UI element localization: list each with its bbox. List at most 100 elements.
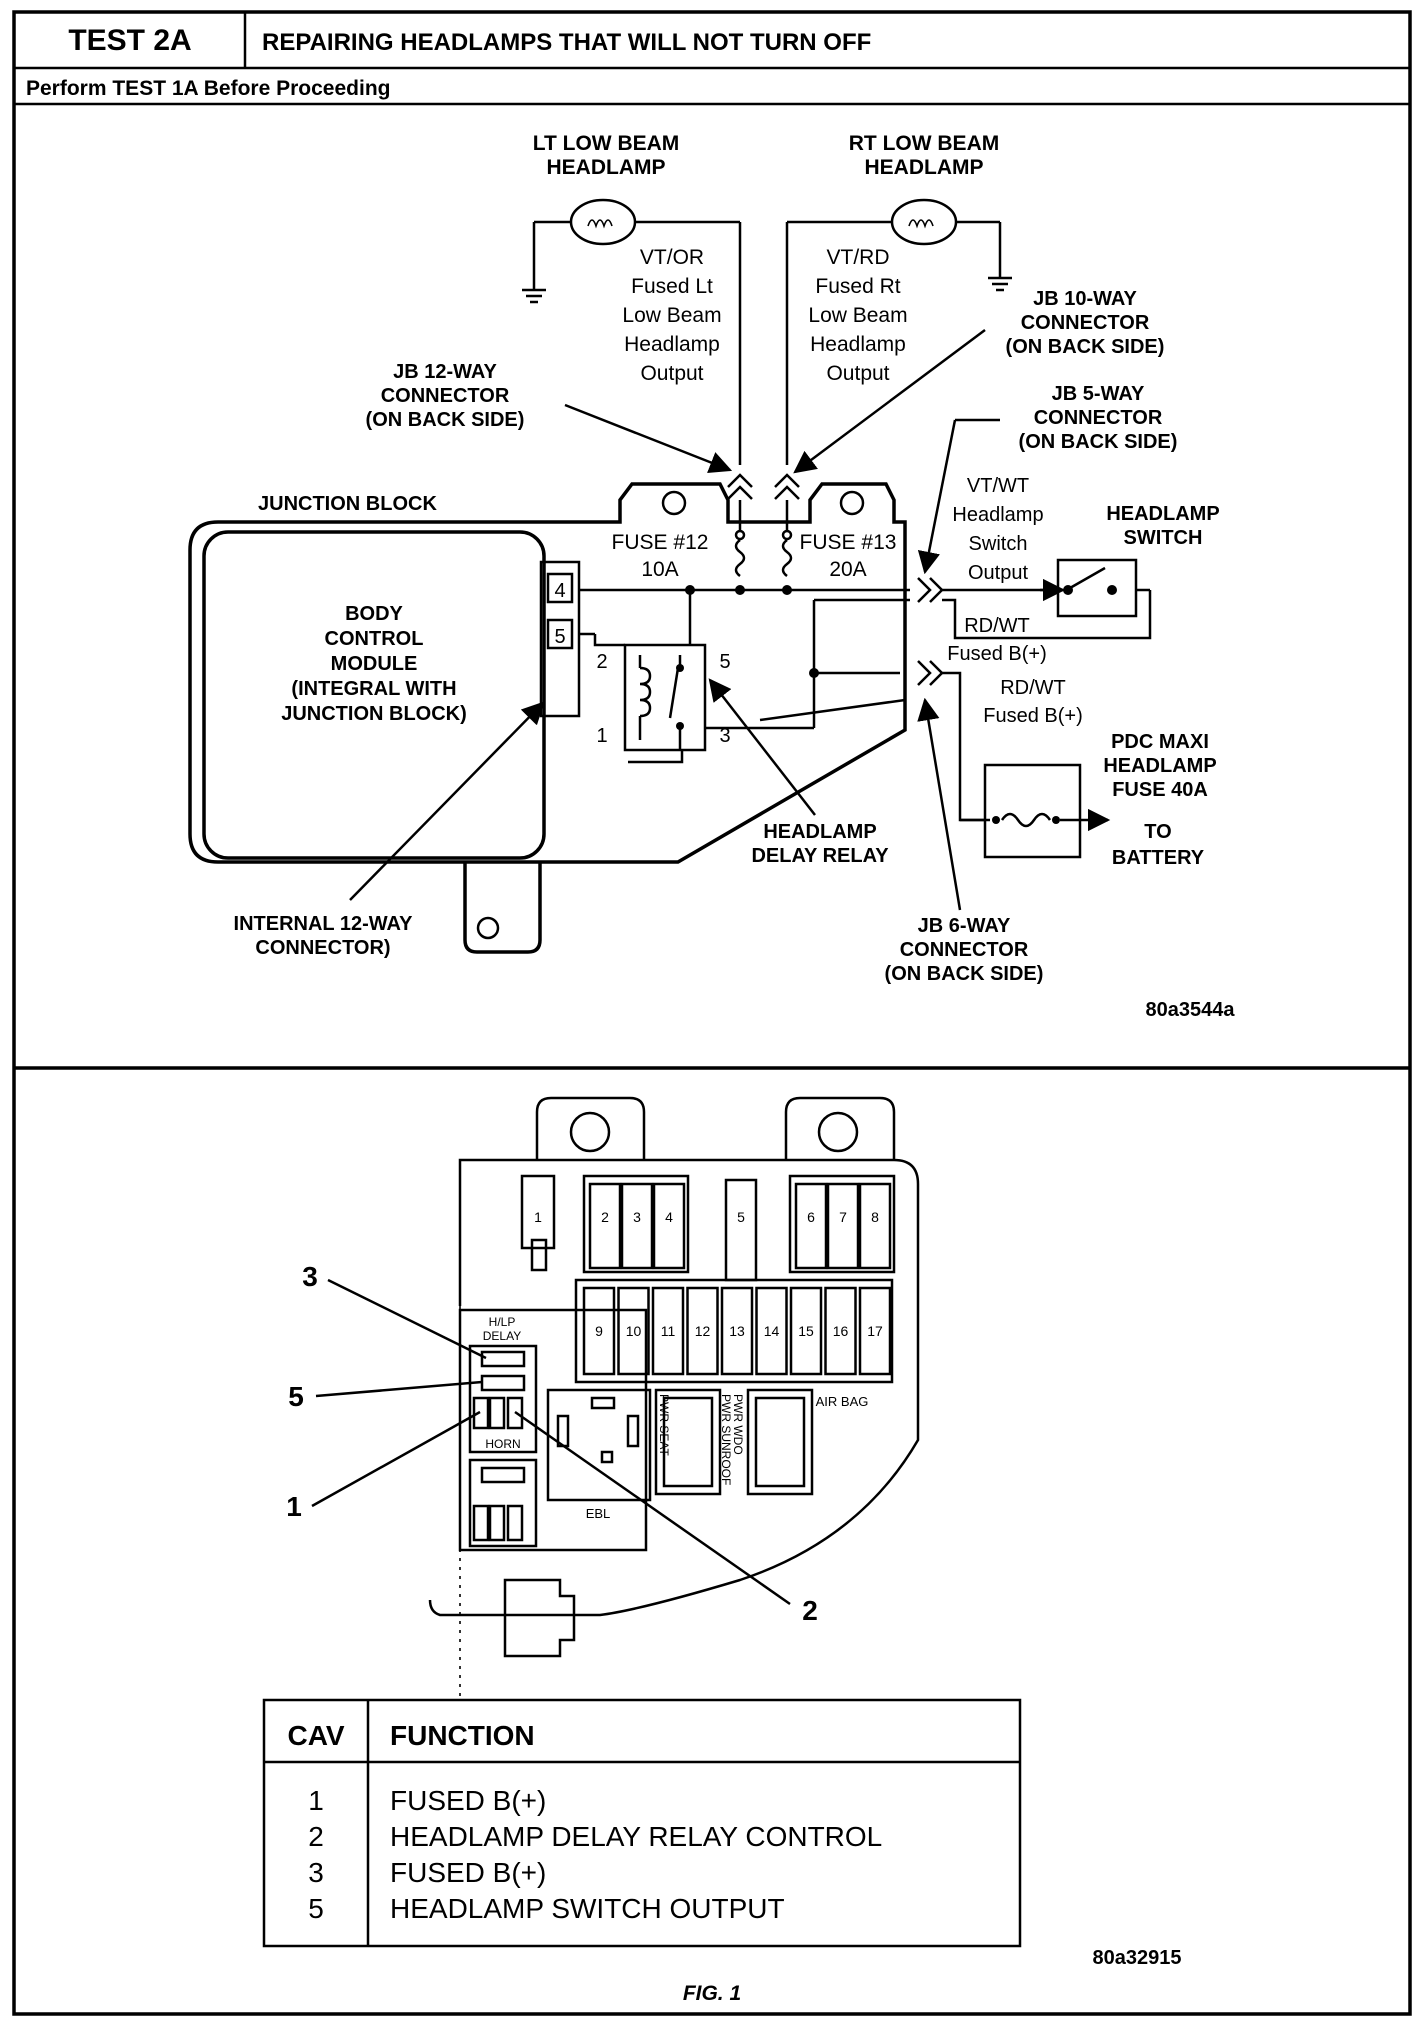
svg-text:JB 12-WAY: JB 12-WAY [393,361,497,383]
fuse-number: 12 [695,1323,711,1339]
headlamp-switch-output-label: VT/WT Headlamp Switch Output [952,475,1043,584]
page-border [12,10,1412,2016]
fuse-slot [651,1286,685,1376]
fuse-slot [686,1286,719,1376]
svg-text:Fused Lt: Fused Lt [631,275,713,298]
wire-label-vt-rd: VT/RD Fused Rt Low Beam Headlamp Output [808,246,907,385]
fuse-number: 14 [764,1323,780,1339]
fuse-number: 15 [798,1323,814,1339]
table-header-function: FUNCTION [390,1720,535,1751]
fuse-number: 17 [867,1323,883,1339]
callout-5: 5 [288,1381,304,1412]
svg-text:1: 1 [308,1785,324,1816]
svg-text:(ON BACK SIDE): (ON BACK SIDE) [366,409,525,431]
figure-code: 80a32915 [1093,1947,1182,1969]
ebl-label: EBL [586,1506,611,1521]
header: TEST 2A REPAIRING HEADLAMPS THAT WILL NO… [12,10,1412,2016]
svg-text:Headlamp: Headlamp [810,333,906,356]
fuse-12-label: FUSE #12 10A [612,531,709,581]
svg-text:Low Beam: Low Beam [808,304,907,327]
ground-right-icon [988,276,1012,292]
svg-text:FUSE 40A: FUSE 40A [1112,779,1208,801]
fuse-slot [789,1286,823,1376]
svg-text:CONNECTOR): CONNECTOR) [255,937,390,959]
fuse-13-label: FUSE #13 20A [800,531,897,581]
svg-text:RD/WT: RD/WT [964,615,1030,637]
internal-12-way-label: INTERNAL 12-WAY CONNECTOR) [234,701,545,959]
callout-3: 3 [302,1261,318,1292]
cavity-function-table: CAV FUNCTION 1 FUSED B(+) 2 HEADLAMP DEL… [262,1698,1022,1948]
svg-text:5: 5 [554,626,565,648]
table-header-cav: CAV [287,1720,344,1751]
svg-text:PDC MAXI: PDC MAXI [1111,731,1209,753]
svg-text:HEADLAMP DELAY RELAY CONTROL: HEADLAMP DELAY RELAY CONTROL [390,1821,882,1852]
fuse-number: 16 [833,1323,849,1339]
svg-text:(ON BACK SIDE): (ON BACK SIDE) [885,963,1044,985]
fuse-number: 9 [595,1323,603,1339]
table-row: 1 FUSED B(+) [308,1785,546,1816]
svg-text:LT LOW BEAM: LT LOW BEAM [533,132,680,155]
svg-text:FUSE #12: FUSE #12 [612,531,709,554]
fuse-slot [617,1286,650,1376]
junction-block-outline [188,482,907,954]
svg-text:MODULE: MODULE [331,653,418,675]
svg-text:Fused B(+): Fused B(+) [983,705,1082,727]
svg-text:VT/OR: VT/OR [640,246,704,269]
pwr-sunroof-label: PWR SUNROOF [719,1394,733,1485]
fuse-number: 10 [626,1323,642,1339]
svg-text:(ON BACK SIDE): (ON BACK SIDE) [1019,431,1178,453]
svg-text:BATTERY: BATTERY [1112,847,1205,869]
svg-text:JUNCTION BLOCK): JUNCTION BLOCK) [281,703,467,725]
jb-10-way-label: JB 10-WAY CONNECTOR (ON BACK SIDE) [793,288,1164,474]
svg-text:JB 5-WAY: JB 5-WAY [1052,383,1145,405]
to-battery-label: TO BATTERY [1112,821,1205,869]
fuse-row-top: 1 2 3 4 5 6 7 8 [520,1174,896,1282]
wire-label-vt-or: VT/OR Fused Lt Low Beam Headlamp Output [622,246,721,385]
svg-text:HEADLAMP SWITCH OUTPUT: HEADLAMP SWITCH OUTPUT [390,1893,785,1924]
test-id: TEST 2A [68,24,191,57]
figure-caption: FIG. 1 [683,1982,741,2005]
svg-text:DELAY: DELAY [483,1329,521,1343]
svg-text:5: 5 [308,1893,324,1924]
svg-text:INTERNAL 12-WAY: INTERNAL 12-WAY [234,913,414,935]
pdc-maxi-fuse-icon [960,763,1111,859]
svg-text:2: 2 [596,651,607,673]
svg-text:6: 6 [807,1209,815,1225]
svg-text:HEADLAMP: HEADLAMP [1103,755,1216,777]
svg-text:HEADLAMP: HEADLAMP [763,821,876,843]
svg-text:Fused Rt: Fused Rt [815,275,900,298]
svg-text:Headlamp: Headlamp [624,333,720,356]
hlp-delay-label: H/LP [489,1315,516,1329]
svg-text:CONNECTOR: CONNECTOR [1021,312,1150,334]
svg-text:RT LOW BEAM: RT LOW BEAM [849,132,999,155]
rt-low-beam-label: RT LOW BEAM HEADLAMP [849,132,999,179]
jb10-connector-symbol [774,473,800,500]
rdwt-fused-label-2: RD/WT Fused B(+) [983,677,1082,727]
body-control-module: BODY CONTROL MODULE (INTEGRAL WITH JUNCT… [202,530,546,860]
svg-text:4: 4 [554,580,565,602]
fuse-slot [755,1286,788,1376]
schematic-code: 80a3544a [1146,999,1236,1021]
svg-text:4: 4 [665,1209,673,1225]
jb-6-way-label: JB 6-WAY CONNECTOR (ON BACK SIDE) [885,697,1044,985]
svg-text:7: 7 [839,1209,847,1225]
bcm-connector-pins: 4 5 [539,560,581,718]
pwr-seat-label: PWR SEAT [657,1394,671,1456]
jb6-connector-symbol [917,660,990,822]
headlamp-switch-icon [1040,558,1138,618]
headlamp-delay-relay-label: HEADLAMP DELAY RELAY [708,678,889,867]
svg-text:RD/WT: RD/WT [1000,677,1066,699]
jb-5-way-label: JB 5-WAY CONNECTOR (ON BACK SIDE) [917,383,1178,575]
svg-text:FUSED B(+): FUSED B(+) [390,1857,546,1888]
svg-text:(INTEGRAL WITH: (INTEGRAL WITH [291,678,456,700]
svg-text:JB 6-WAY: JB 6-WAY [918,915,1011,937]
test-title: REPAIRING HEADLAMPS THAT WILL NOT TURN O… [262,29,871,56]
pwr-wdo-label: PWR WDO [731,1394,745,1455]
svg-text:10A: 10A [641,558,678,581]
fuse-number: 11 [661,1323,676,1339]
lt-headlamp-bulb-icon [532,198,742,465]
svg-text:5: 5 [737,1209,745,1225]
schematic-diagram: LT LOW BEAM HEADLAMP RT LOW BEAM HEADLAM… [188,132,1236,1021]
